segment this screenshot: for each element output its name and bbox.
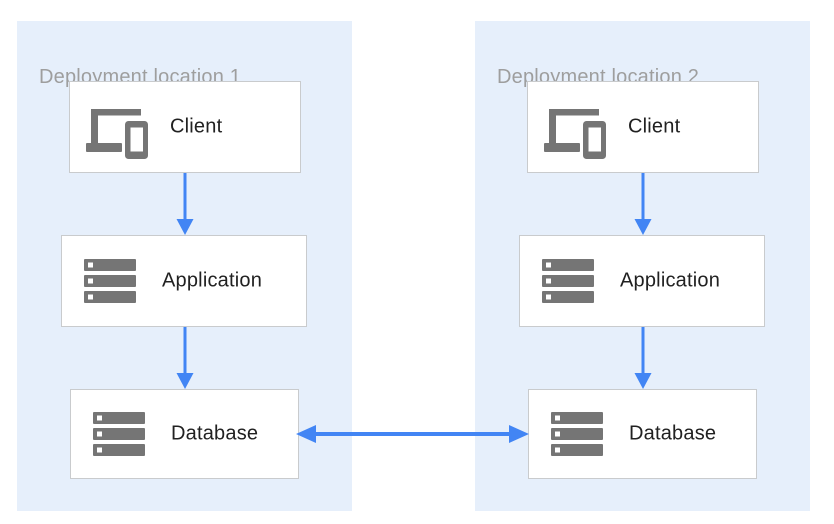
node-label: Database — [171, 422, 259, 445]
devices-icon — [544, 109, 606, 159]
arrow-client-to-application-2 — [634, 173, 651, 235]
node-application-1: Application — [61, 235, 307, 327]
node-label: Application — [162, 269, 263, 292]
devices-icon — [86, 109, 148, 159]
server-stack-icon — [542, 259, 594, 303]
node-label: Client — [628, 115, 681, 138]
server-stack-icon — [84, 259, 136, 303]
node-database-1: Database — [70, 389, 299, 479]
arrow-application-to-database-1 — [176, 327, 193, 389]
node-label: Database — [629, 422, 717, 445]
arrow-client-to-application-1 — [176, 173, 193, 235]
arrow-database-sync — [296, 425, 529, 443]
deployment-location-panel-2: Deployment location 2 Client — [475, 21, 810, 511]
arrow-application-to-database-2 — [634, 327, 651, 389]
node-label: Client — [170, 115, 223, 138]
node-application-2: Application — [519, 235, 765, 327]
server-stack-icon — [551, 412, 603, 456]
node-label: Application — [620, 269, 721, 292]
server-stack-icon — [93, 412, 145, 456]
node-database-2: Database — [528, 389, 757, 479]
node-client-2: Client — [527, 81, 759, 173]
node-client-1: Client — [69, 81, 301, 173]
deployment-location-panel-1: Deployment location 1 Client — [17, 21, 352, 511]
